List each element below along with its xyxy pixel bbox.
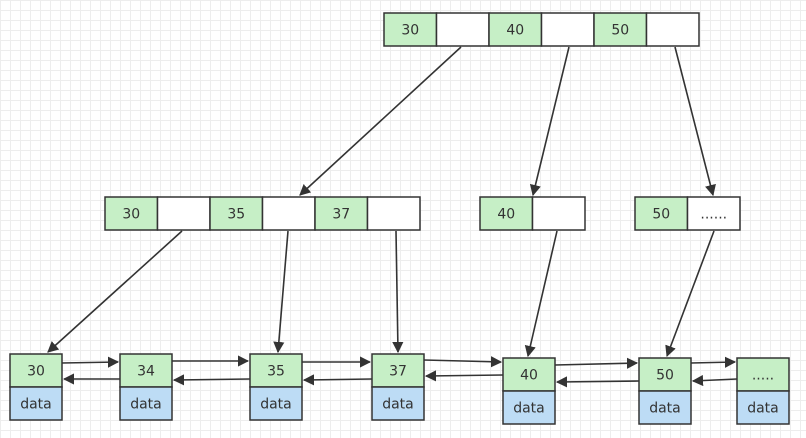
leaf-key-label: 50	[656, 368, 674, 384]
leaf-data: data	[502, 390, 556, 425]
edges	[47, 46, 738, 388]
leaf-key-label: 34	[137, 364, 155, 380]
leaf-data-label: data	[130, 397, 162, 413]
internal-pointer-cell	[261, 196, 316, 231]
leaf-link-forward	[61, 356, 120, 368]
leaf-data: data	[638, 390, 692, 425]
leaf-link-backward	[302, 374, 373, 386]
edge-internal-to-leaf-37	[392, 230, 404, 354]
leaf-data-label: data	[747, 401, 779, 417]
leaf-node: ..... data	[736, 357, 790, 425]
leaf-key: 30	[9, 353, 63, 388]
leaf-key: .....	[736, 357, 790, 392]
internal-key-40: 40	[479, 196, 534, 231]
leaf-key: 50	[638, 357, 692, 392]
edge-root-to-internal-1	[299, 46, 462, 196]
edge-internal-to-leaf-50	[665, 230, 715, 358]
leaf-link-forward	[423, 356, 503, 368]
root-key-50: 50	[593, 12, 648, 47]
leaf-data: data	[736, 390, 790, 425]
internal-node-3: 50......	[634, 196, 741, 231]
internal-pointer-cell	[156, 196, 211, 231]
leaf-data: data	[9, 386, 63, 421]
root-key-40: 40	[488, 12, 543, 47]
leaf-node: 34 data	[119, 353, 173, 421]
internal-ellipsis-cell-label: ......	[700, 207, 727, 223]
leaf-key-label: 30	[27, 364, 45, 380]
leaf-link-backward	[555, 376, 640, 388]
leaf-key: 40	[502, 357, 556, 392]
leaf-link-forward	[690, 356, 737, 368]
leaf-data: data	[249, 386, 303, 421]
leaf-key-label: .....	[752, 368, 774, 384]
leaf-data: data	[371, 386, 425, 421]
leaf-data-label: data	[649, 401, 681, 417]
edge-internal-to-leaf-30	[47, 230, 183, 353]
internal-key-37: 37	[314, 196, 369, 231]
nodes: 30 40 50 30 35 37 40 50...... 30 data 34 data 35 data…	[9, 12, 790, 425]
leaf-data-label: data	[260, 397, 292, 413]
root-key-40-label: 40	[506, 23, 524, 39]
root-key-50-label: 50	[611, 23, 629, 39]
internal-pointer-cell	[531, 196, 586, 231]
edge-root-to-internal-3	[674, 46, 716, 197]
root-key-30: 30	[383, 12, 438, 47]
leaf-data-label: data	[513, 401, 545, 417]
internal-key-40-label: 40	[497, 207, 515, 223]
leaf-link-backward	[172, 374, 251, 386]
leaf-data-label: data	[382, 397, 414, 413]
internal-key-50: 50	[634, 196, 689, 231]
leaf-node: 40 data	[502, 357, 556, 425]
internal-node-1: 30 35 37	[104, 196, 421, 231]
edge-internal-to-leaf-40	[524, 230, 558, 358]
root-key-30-label: 30	[401, 23, 419, 39]
root-pointer-cell	[435, 12, 490, 47]
root-pointer-cell	[540, 12, 595, 47]
internal-key-30-label: 30	[122, 207, 140, 223]
internal-key-35-label: 35	[227, 207, 245, 223]
leaf-node: 35 data	[249, 353, 303, 421]
internal-node-2: 40	[479, 196, 586, 231]
leaf-key-label: 35	[267, 364, 285, 380]
leaf-key: 35	[249, 353, 303, 388]
leaf-data-label: data	[20, 397, 52, 413]
edge-root-to-internal-2	[529, 46, 570, 197]
leaf-link-backward	[691, 374, 738, 387]
internal-key-30: 30	[104, 196, 159, 231]
leaf-key: 34	[119, 353, 173, 388]
root-pointer-cell	[645, 12, 700, 47]
leaf-node: 50 data	[638, 357, 692, 425]
leaf-key-label: 37	[389, 364, 407, 380]
leaf-node: 37 data	[371, 353, 425, 421]
leaf-link-forward	[554, 357, 639, 369]
leaf-key: 37	[371, 353, 425, 388]
leaf-key-label: 40	[520, 368, 538, 384]
leaf-data: data	[119, 386, 173, 421]
edge-internal-to-leaf-35	[273, 230, 289, 354]
internal-key-35: 35	[209, 196, 264, 231]
internal-key-50-label: 50	[652, 207, 670, 223]
leaf-node: 30 data	[9, 353, 63, 421]
internal-ellipsis-cell: ......	[686, 196, 741, 231]
root-node: 30 40 50	[383, 12, 700, 47]
leaf-link-backward	[424, 370, 504, 382]
internal-pointer-cell	[366, 196, 421, 231]
internal-key-37-label: 37	[332, 207, 350, 223]
